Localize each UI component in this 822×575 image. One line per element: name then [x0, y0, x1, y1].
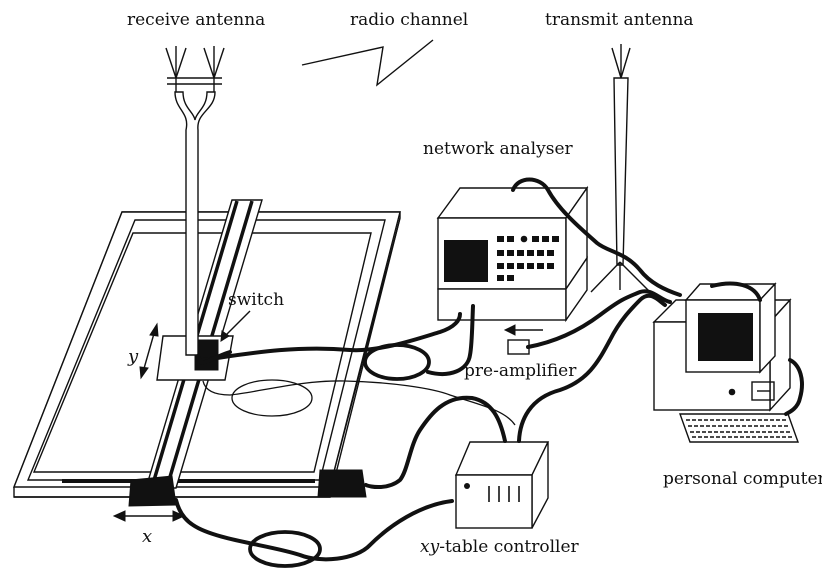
personal-computer-label: personal computer	[663, 469, 822, 489]
x-axis-arrow	[112, 510, 186, 522]
xy-table-controller	[454, 441, 550, 529]
table-motor-right	[317, 469, 367, 498]
computer-screen	[698, 313, 753, 361]
analyser-keypad	[497, 235, 559, 281]
xy-table	[12, 199, 401, 498]
network-analyser	[436, 185, 589, 323]
radio-channel-zigzag	[301, 39, 434, 87]
network-analyser-label: network analyser	[423, 139, 574, 159]
pre-amplifier-label: pre-amplifier	[464, 361, 577, 381]
transmit-antenna	[590, 44, 651, 293]
controller-suffix: -table controller	[439, 537, 579, 557]
cables	[174, 177, 804, 568]
xy-table-controller-label: xy-table controller	[420, 537, 580, 557]
receive-antenna	[165, 46, 225, 356]
x-motor	[128, 475, 177, 507]
transmit-antenna-label: transmit antenna	[545, 10, 694, 30]
power-light	[728, 388, 736, 396]
switch-label: switch	[228, 290, 284, 310]
radio-channel-label: radio channel	[350, 10, 468, 30]
xy-prefix: xy	[420, 537, 440, 557]
pre-amplifier	[507, 339, 530, 355]
y-axis-arrow	[139, 322, 159, 380]
y-axis-label: y	[127, 346, 139, 367]
x-axis-label: x	[142, 526, 152, 547]
personal-computer	[652, 282, 799, 443]
receive-antenna-label: receive antenna	[127, 10, 265, 30]
analyser-screen	[444, 240, 488, 282]
keyboard	[679, 413, 799, 443]
switch-pointer	[222, 310, 251, 339]
signal-arrow	[503, 324, 543, 336]
